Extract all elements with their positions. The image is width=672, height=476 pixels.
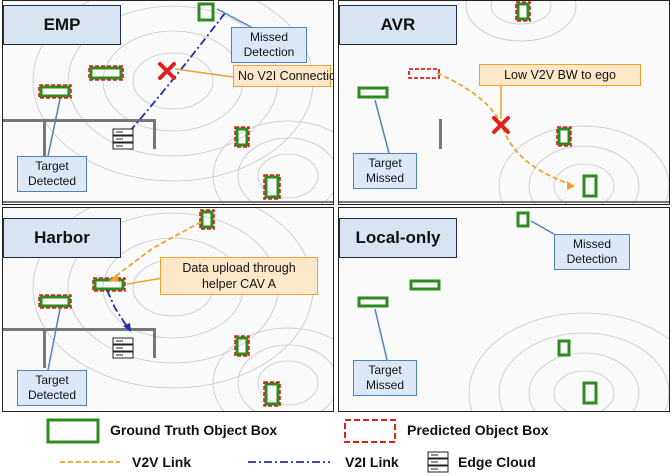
- legend-v2v-label: V2V Link: [132, 454, 192, 470]
- low-bw-callout: Low V2V BW to ego: [479, 64, 641, 86]
- panel-emp: EMP Missed Detection No V2I Connection T…: [2, 0, 334, 205]
- no-v2i-callout: No V2I Connection: [233, 65, 333, 87]
- legend-gt-swatch: [46, 418, 100, 444]
- panel-title: AVR: [339, 5, 457, 45]
- target-missed-callout: Target Missed: [353, 153, 417, 189]
- legend-pred-swatch: [344, 419, 396, 443]
- target-missed-callout: Target Missed: [353, 360, 417, 396]
- legend-ground-truth-label: Ground Truth Object Box: [110, 422, 278, 438]
- missed-detection-callout: Missed Detection: [231, 27, 307, 63]
- panel-harbor: Harbor Data upload through helper CAV A …: [2, 207, 334, 412]
- missed-detection-callout: Missed Detection: [554, 234, 630, 270]
- target-detected-callout: Target Detected: [17, 156, 87, 192]
- legend-edge-cloud-icon: [427, 451, 449, 473]
- legend-predicted-label: Predicted Object Box: [407, 422, 549, 438]
- panel-avr: AVR Low V2V BW to ego Target Missed: [338, 0, 670, 205]
- panel-title: Harbor: [3, 218, 121, 258]
- upload-callout: Data upload through helper CAV A: [160, 257, 318, 295]
- lidar-background: [468, 312, 669, 411]
- panel-local-only: Local-only Missed Detection Target Misse…: [338, 207, 670, 412]
- legend-edge-cloud-label: Edge Cloud: [458, 454, 536, 470]
- panel-title: EMP: [3, 5, 121, 45]
- legend: Ground Truth Object Box Predicted Object…: [0, 414, 672, 476]
- target-detected-callout: Target Detected: [17, 370, 87, 406]
- panel-title: Local-only: [339, 218, 457, 258]
- legend-v2i-label: V2I Link: [345, 454, 399, 470]
